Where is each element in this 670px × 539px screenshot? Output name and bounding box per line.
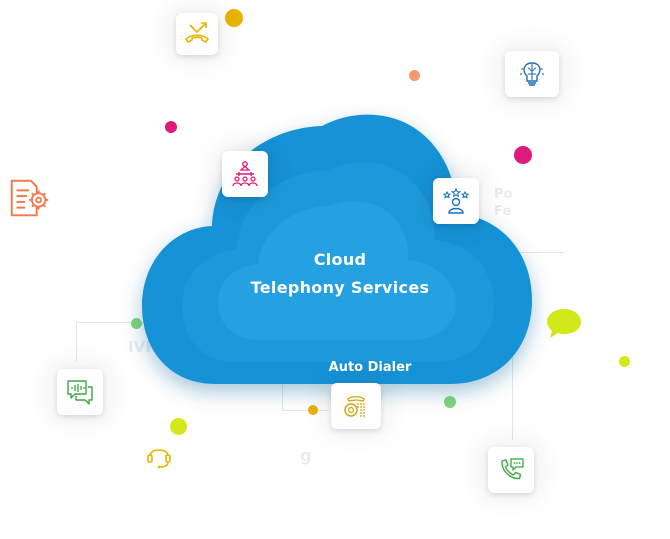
headset-icon [147,449,171,469]
auto-dialer-phone-icon [344,396,365,417]
rating-agent-icon [442,187,470,214]
ai-brain-card [505,51,559,97]
agent-rating-card [433,178,479,224]
transfer-call-card [176,13,218,55]
dot-lime-left [170,418,187,435]
cloud-title-line1: Cloud [313,250,367,269]
dot-orange [409,70,420,81]
speech-bubble-icon [547,309,581,338]
voice-chat-card [57,369,103,415]
conference-icon [232,161,258,187]
auto-dialer-label: Auto Dialer [328,360,412,375]
dot-lime-right [619,356,630,367]
voice-chat-icon [67,380,93,405]
auto-dialer-card [331,383,381,429]
dot-green-right [444,396,456,408]
connector-left [76,322,77,362]
phone-chat-card [488,447,534,493]
connector-bottom-h [282,410,328,411]
dot-magenta-left [165,121,177,133]
dot-magenta-right [514,146,532,164]
label-top-right: Po Fe [494,187,513,219]
conference-card [222,151,268,197]
phone-chat-icon [501,458,524,480]
connector-left-h [76,322,146,323]
brain-icon [520,62,544,86]
cloud-title-line2: Telephony Services [250,278,430,297]
dot-yellow-bottom [308,405,318,415]
settings-document-icon [10,179,49,217]
dot-yellow-top [225,9,243,27]
transfer-call-icon [185,22,209,43]
connector-right-top [514,252,564,253]
dot-green-left [131,318,142,329]
label-bottom: g [300,446,312,465]
connector-right [512,340,513,440]
